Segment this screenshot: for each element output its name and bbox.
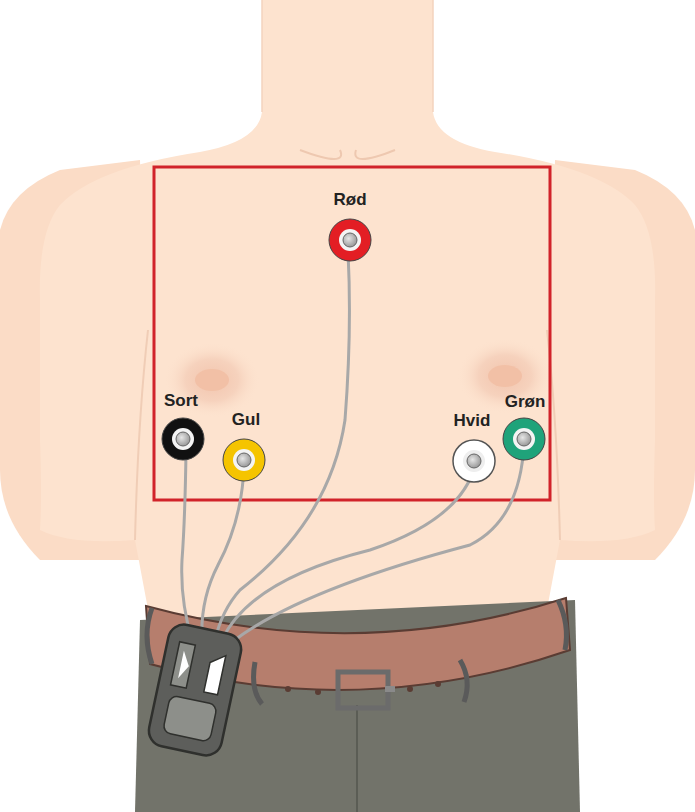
collarbone: [300, 150, 395, 159]
pants-seam: [356, 705, 358, 812]
electrode-label: Sort: [164, 391, 198, 411]
neck-line: [262, 0, 433, 112]
arm-line: [135, 330, 148, 540]
belt-buckle: [338, 672, 388, 708]
lead-wires: [182, 252, 524, 642]
electrode: [453, 440, 495, 482]
torso: [40, 0, 655, 620]
electrode-label: Hvid: [454, 411, 491, 431]
nipple: [488, 365, 522, 387]
electrode-label: Gul: [232, 410, 260, 430]
belt-loop: [254, 662, 262, 704]
electrode: [329, 219, 371, 261]
electrode: [223, 439, 265, 481]
buckle-pin: [385, 686, 395, 692]
placement-frame: [154, 167, 550, 500]
belt-holes: [285, 681, 441, 695]
electrode-label: Grøn: [505, 392, 546, 412]
belt-loop: [460, 660, 467, 702]
electrode: [503, 418, 545, 460]
belt-loop: [147, 608, 152, 664]
nipple-glow: [164, 342, 260, 418]
nipple: [195, 369, 229, 391]
electrode-label: Rød: [333, 190, 366, 210]
belt-loop: [558, 600, 566, 650]
holter-recorder: [146, 622, 244, 759]
nipple-glow: [457, 338, 553, 414]
electrode: [162, 418, 204, 460]
